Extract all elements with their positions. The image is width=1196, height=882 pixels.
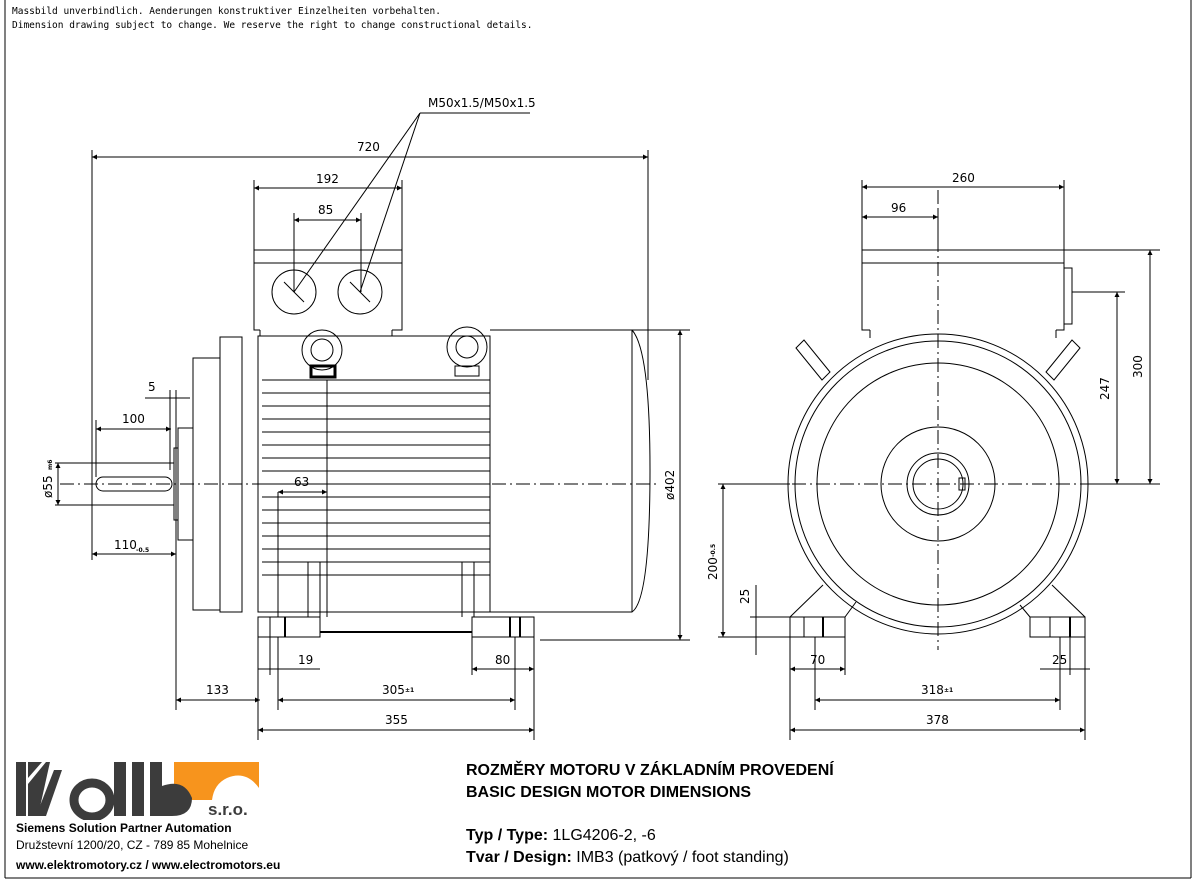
kvello-logo: s.r.o.: [16, 762, 259, 820]
dim-70: 70: [810, 653, 825, 667]
dim-200: 200: [706, 557, 720, 580]
foot: [257, 616, 321, 638]
dim-318: 318: [921, 683, 944, 697]
disclaimer-de: Massbild unverbindlich. Aenderungen kons…: [12, 6, 441, 17]
front-view: 260 96 300 247 200-0.5 25 70 25 318 ±1 3…: [706, 171, 1160, 740]
svg-text:s.r.o.: s.r.o.: [208, 800, 248, 819]
dim-300: 300: [1131, 355, 1145, 378]
disclaimer-en: Dimension drawing subject to change. We …: [12, 20, 533, 31]
dim-19: 19: [298, 653, 313, 667]
lifting-eye: [446, 326, 488, 368]
company-address: Družstevní 1200/20, CZ - 789 85 Mohelnic…: [16, 838, 249, 852]
dim-25-height: 25: [738, 589, 752, 604]
dim-200-tol: -0.5: [710, 544, 717, 557]
design-value: IMB3 (patkový / foot standing): [576, 849, 789, 866]
dim-247: 247: [1098, 377, 1112, 400]
dim-shaft-dia-tol: m6: [47, 460, 54, 470]
cable-gland: [337, 269, 383, 315]
foot: [1029, 616, 1086, 638]
dim-96: 96: [891, 201, 906, 215]
foot: [789, 616, 846, 638]
dim-720: 720: [357, 140, 380, 154]
dim-305-tol: ±1: [405, 687, 414, 694]
dim-80: 80: [495, 653, 510, 667]
dim-100: 100: [122, 412, 145, 426]
dim-25: 25: [1052, 653, 1067, 667]
side-view: M50x1.5/M50x1.5 720 192 85 5 100 110 -0.…: [41, 96, 690, 740]
foot: [471, 616, 535, 638]
company-tagline: Siemens Solution Partner Automation: [16, 821, 232, 835]
keyway: [95, 476, 173, 492]
dim-133: 133: [206, 683, 229, 697]
lifting-eye: [301, 329, 343, 371]
dim-192: 192: [316, 172, 339, 186]
dim-5: 5: [148, 380, 156, 394]
dim-110-tol: -0.5: [136, 547, 149, 554]
title-cz: ROZMĚRY MOTORU V ZÁKLADNÍM PROVEDENÍ: [466, 762, 834, 779]
dim-110: 110: [114, 538, 137, 552]
company-web[interactable]: www.elektromotory.cz / www.electromotors…: [16, 858, 281, 872]
dim-305: 305: [382, 683, 405, 697]
type-value: 1LG4206-2, -6: [552, 827, 656, 844]
dim-355: 355: [385, 713, 408, 727]
type-label: Typ / Type:: [466, 827, 549, 844]
design-label: Tvar / Design:: [466, 849, 572, 866]
dim-shaft-dia: ø55: [41, 475, 55, 498]
dim-260: 260: [952, 171, 975, 185]
dim-85: 85: [318, 203, 333, 217]
dim-frame-dia: ø402: [663, 470, 677, 500]
thread-label: M50x1.5/M50x1.5: [428, 96, 536, 110]
dim-63: 63: [294, 475, 309, 489]
dim-318-tol: ±1: [944, 687, 953, 694]
title-en: BASIC DESIGN MOTOR DIMENSIONS: [466, 784, 752, 801]
dim-378: 378: [926, 713, 949, 727]
